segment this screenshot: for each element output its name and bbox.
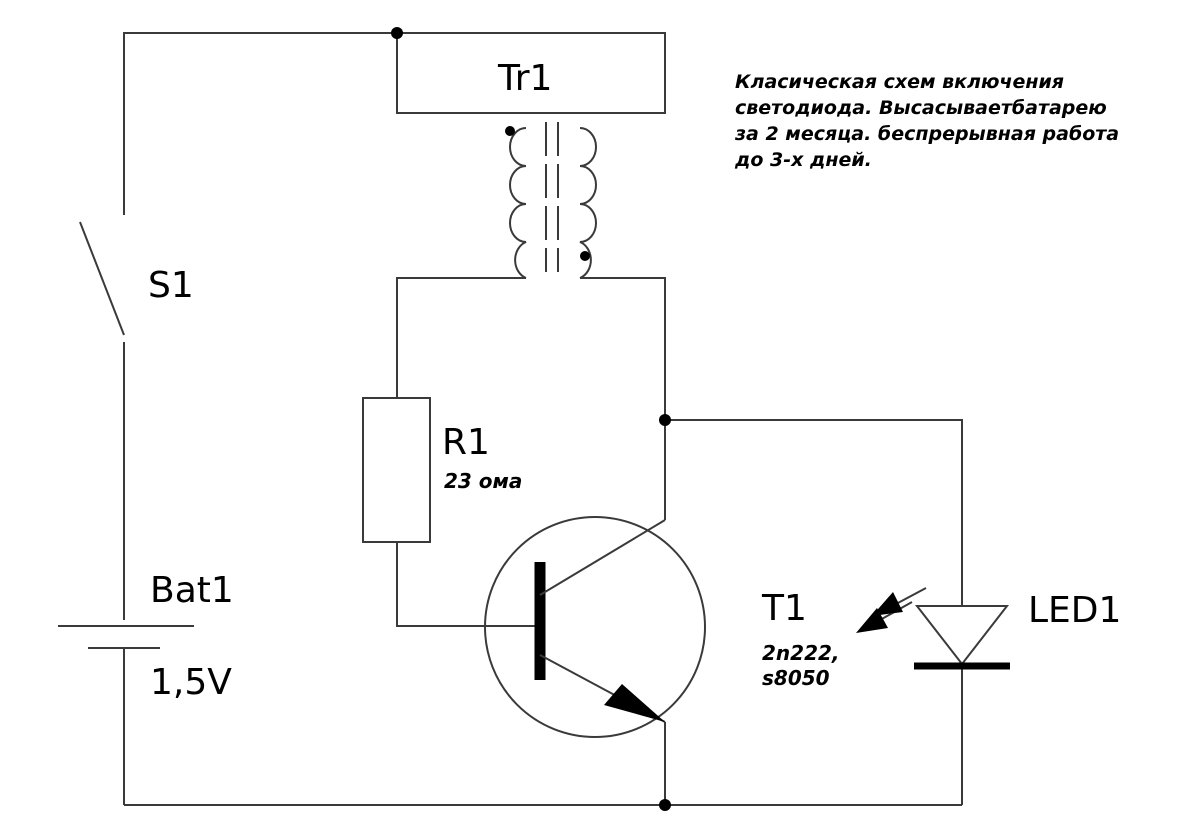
junction-collector (659, 414, 671, 426)
junction-bottom (659, 799, 671, 811)
transistor-emitter-arrow (604, 684, 665, 722)
wire-resistor-top (396, 277, 526, 398)
transistor-types-line-2: s8050 (762, 666, 830, 690)
wire-resistor-base (396, 542, 540, 627)
battery-value: 1,5V (150, 662, 232, 703)
transformer-label: Tr1 (497, 58, 552, 99)
transformer-secondary-dot (580, 251, 590, 261)
led-triangle (914, 605, 1010, 666)
led-light-arrow-2-shaft (895, 587, 927, 605)
junctions (391, 27, 671, 811)
transistor-collector-leg (539, 519, 666, 596)
wire-led-top (665, 419, 963, 606)
note-line-1: Класическая схем включения (735, 71, 1064, 93)
switch-lever (79, 221, 125, 336)
led-label: LED1 (1028, 590, 1121, 631)
transistor-envelope (484, 516, 706, 738)
battery-label: Bat1 (150, 570, 234, 611)
note-line-3: за 2 месяца. беспрерывная работа (734, 123, 1119, 145)
switch-label: S1 (148, 265, 194, 306)
resistor-value: 23 ома (444, 469, 522, 493)
transistor-label: T1 (761, 588, 807, 629)
transformer-secondary-coil (579, 127, 597, 279)
description-note: Класическая схем включения светодиода. В… (734, 71, 1119, 171)
led-symbol (856, 587, 1010, 670)
wire-collector (580, 277, 666, 520)
resistor-body (362, 397, 431, 543)
led-light-arrow-2-head (872, 592, 903, 616)
transformer-primary-dot (505, 126, 515, 136)
wire-top-left (123, 32, 666, 215)
transformer-primary-coil (509, 127, 527, 279)
note-line-2: светодиода. Высасываетбатарею (735, 97, 1107, 119)
transformer-symbol (505, 122, 597, 279)
transistor-symbol (484, 516, 706, 738)
transistor-types-line-1: 2n222, (762, 641, 840, 665)
battery-symbol (58, 625, 194, 649)
junction-top (391, 27, 403, 39)
wires (123, 32, 963, 806)
note-line-4: до 3-х дней. (734, 149, 872, 171)
resistor-label: R1 (442, 422, 490, 463)
